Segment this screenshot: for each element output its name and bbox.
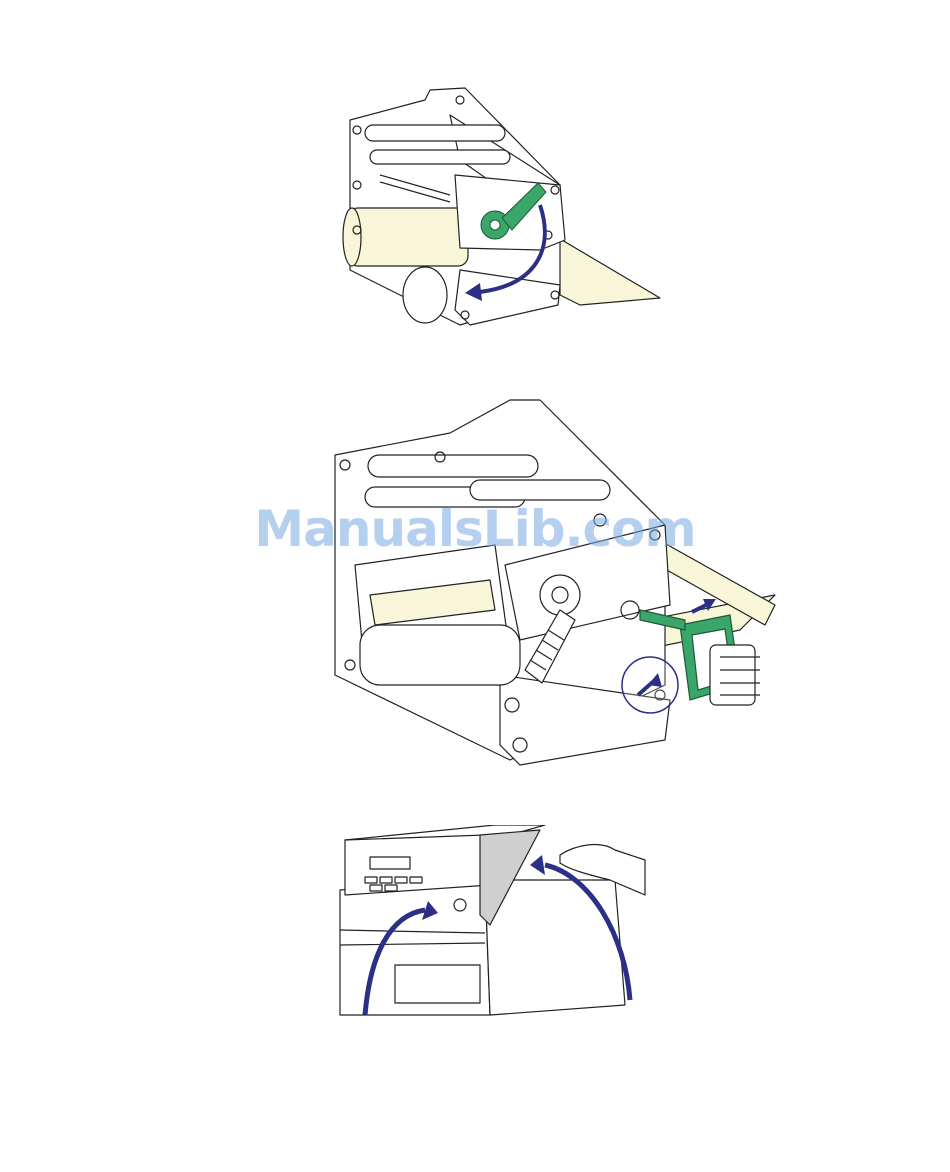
figure-media-load-latch — [320, 395, 790, 780]
figure-printer-cover-close — [330, 825, 660, 1025]
figure-printhead-gear-rotate — [330, 80, 680, 340]
